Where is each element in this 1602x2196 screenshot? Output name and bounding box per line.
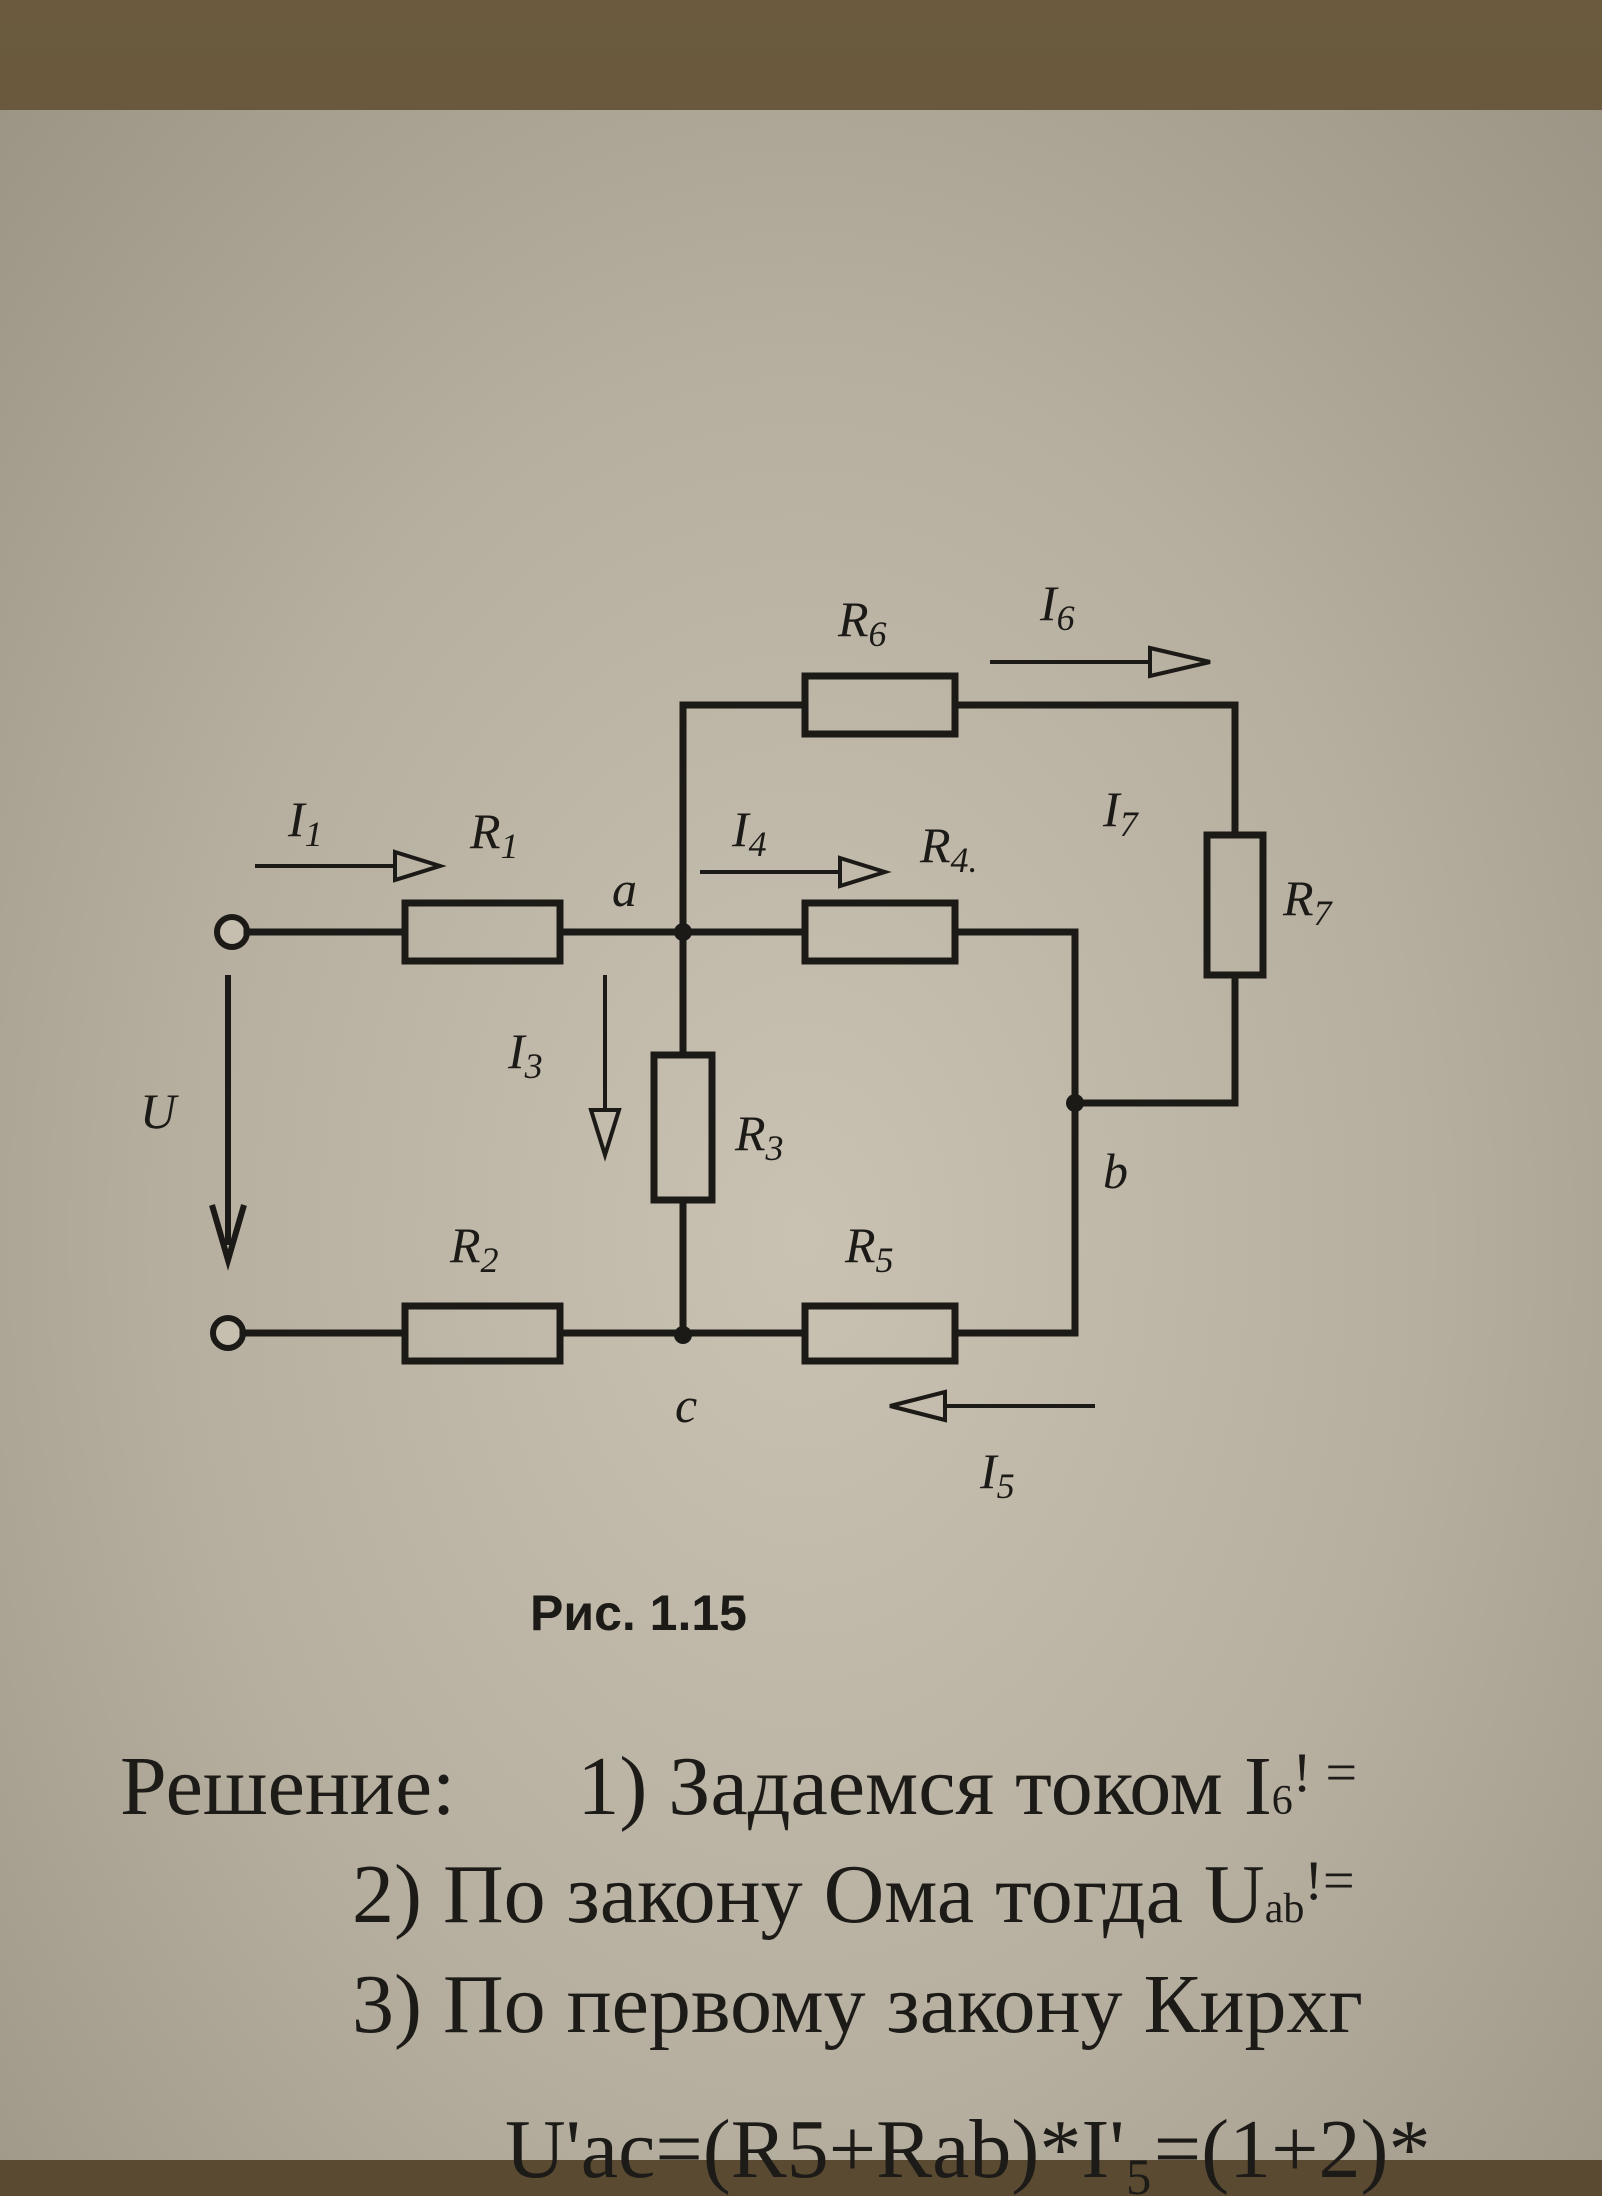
arrow-i4 (700, 855, 892, 889)
resistor-r2 (401, 1302, 564, 1365)
solution-line-3: 3) По первому закону Кирхг (352, 1963, 1363, 2047)
input-terminal-bottom (210, 1315, 246, 1351)
label-r1: R1 (469, 803, 519, 866)
circuit-diagram: I1 R1 a I4 R4. R6 I6 I7 R7 U I3 R3 b R2 … (140, 575, 1334, 1641)
label-u: U (140, 1083, 179, 1139)
step-3-text: По первому закону Кирхг (442, 1958, 1363, 2051)
label-r3: R3 (734, 1105, 784, 1168)
arrow-i5 (889, 1389, 1095, 1423)
resistor-r1 (401, 899, 564, 965)
step-2-tail: != (1304, 1850, 1355, 1912)
step-1-number: 1) (577, 1740, 648, 1833)
step-1-tail: ! = (1292, 1742, 1358, 1804)
label-r7: R7 (1282, 870, 1334, 933)
label-i1: I1 (287, 791, 323, 854)
solution-heading: Решение: (120, 1740, 456, 1833)
arrow-voltage-u (209, 975, 247, 1271)
input-terminal-top (214, 914, 250, 950)
wire-r4-to-node-b (951, 928, 1079, 1107)
step-2-text: По закону Ома тогда U (442, 1848, 1265, 1941)
label-node-b: b (1103, 1143, 1128, 1199)
arrow-i3 (588, 975, 622, 1162)
label-r6: R6 (837, 591, 887, 654)
label-i7: I7 (1102, 781, 1140, 844)
resistor-r3 (650, 1051, 716, 1204)
label-r5: R5 (844, 1217, 894, 1280)
wire-r6-to-r7 (951, 701, 1239, 839)
step-3-number: 3) (352, 1958, 422, 2051)
arrow-i6 (990, 645, 1211, 679)
label-i3: I3 (507, 1023, 543, 1086)
resistor-r4 (801, 899, 959, 965)
step-1-text: Задаемся током I (668, 1740, 1272, 1833)
label-node-a: a (612, 861, 637, 917)
label-r4: R4. (919, 817, 978, 880)
resistor-r5 (801, 1302, 959, 1365)
wire-node-a-to-r6 (679, 701, 809, 936)
step-2-number: 2) (352, 1848, 422, 1941)
label-r2: R2 (449, 1217, 499, 1280)
resistor-r6 (801, 672, 959, 738)
label-i6: I6 (1039, 575, 1075, 638)
figure-caption: Рис. 1.15 (530, 1585, 747, 1641)
paper-page (0, 110, 1602, 2160)
junction-b (1066, 1094, 1084, 1112)
solution-line-1: Решение: 1) Задаемся током I6! = (120, 1745, 1357, 1829)
step-3-formula: U'ac=(R5+Rab)*I'₅=(1+2)* (505, 2103, 1431, 2196)
wire-r7-to-node-b (1071, 971, 1239, 1107)
wire-r5-to-node-b (951, 1099, 1079, 1337)
step-2-subscript: ab (1264, 1886, 1305, 1932)
junction-c (674, 1326, 692, 1344)
resistor-r7 (1203, 831, 1267, 979)
solution-line-4: U'ac=(R5+Rab)*I'₅=(1+2)* (505, 2108, 1430, 2192)
label-node-c: c (675, 1377, 697, 1433)
arrow-i1 (255, 849, 447, 883)
step-1-subscript: 6 (1271, 1778, 1293, 1824)
junction-a (674, 923, 692, 941)
solution-line-2: 2) По закону Ома тогда Uab!= (352, 1853, 1355, 1937)
label-i5: I5 (979, 1443, 1015, 1506)
label-i4: I4 (731, 801, 767, 864)
